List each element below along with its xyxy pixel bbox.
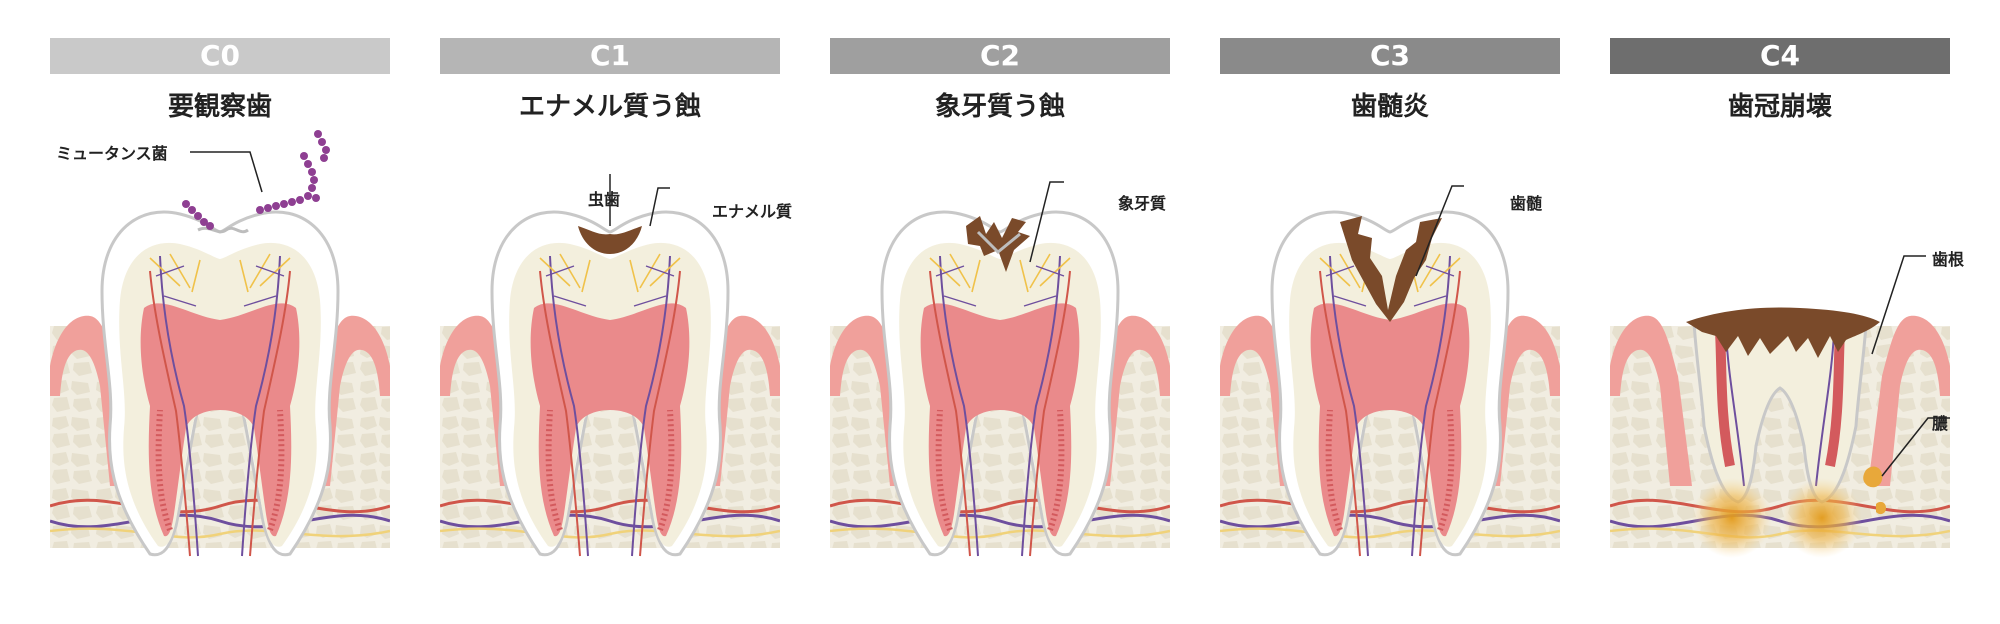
callout-pulp: 歯髄 [1510, 194, 1543, 213]
stage-panel-c2: C2 象牙質う蝕 象牙質 [830, 38, 1170, 586]
stage-header-c3: C3 [1220, 38, 1560, 74]
stage-title-c0: 要観察歯 [167, 92, 272, 122]
stage-title-c3: 歯髄炎 [1350, 92, 1429, 122]
callout-dentin: 象牙質 [1118, 194, 1167, 213]
stage-panel-c3: C3 歯髄炎 歯髄 [1220, 38, 1560, 586]
stage-title-c4: 歯冠崩壊 [1727, 92, 1832, 122]
callout-enamel: エナメル質 [712, 202, 793, 221]
stage-header-c4: C4 [1610, 38, 1950, 74]
callout-pus: 膿 [1932, 414, 1949, 433]
stage-header-c0: C0 [50, 38, 390, 74]
tooth-illustration-c4 [1610, 255, 1950, 558]
stage-header-c2: C2 [830, 38, 1170, 74]
stage-title-c1: エナメル質う蝕 [518, 92, 701, 122]
stage-panel-c1: C1 エナメル質う蝕 虫歯 エナメル質 [440, 38, 792, 586]
tooth-illustration-c3 [1220, 185, 1560, 586]
bacteria-chain [182, 130, 330, 230]
callout-mutans: ミュータンス菌 [56, 144, 168, 163]
tooth-illustration-c0 [50, 130, 390, 586]
tooth-illustration-c1 [440, 174, 780, 586]
stage-panel-c4: C4 歯冠崩壊 歯根 膿 [1610, 38, 1964, 586]
stage-title-c2: 象牙質う蝕 [934, 92, 1065, 122]
tooth-illustration-c2 [830, 181, 1170, 586]
callout-root: 歯根 [1932, 250, 1965, 269]
stage-header-c1: C1 [440, 38, 780, 74]
callout-cavity: 虫歯 [588, 190, 621, 209]
stage-panel-c0: C0 要観察歯 ミュータンス菌 [50, 38, 390, 586]
